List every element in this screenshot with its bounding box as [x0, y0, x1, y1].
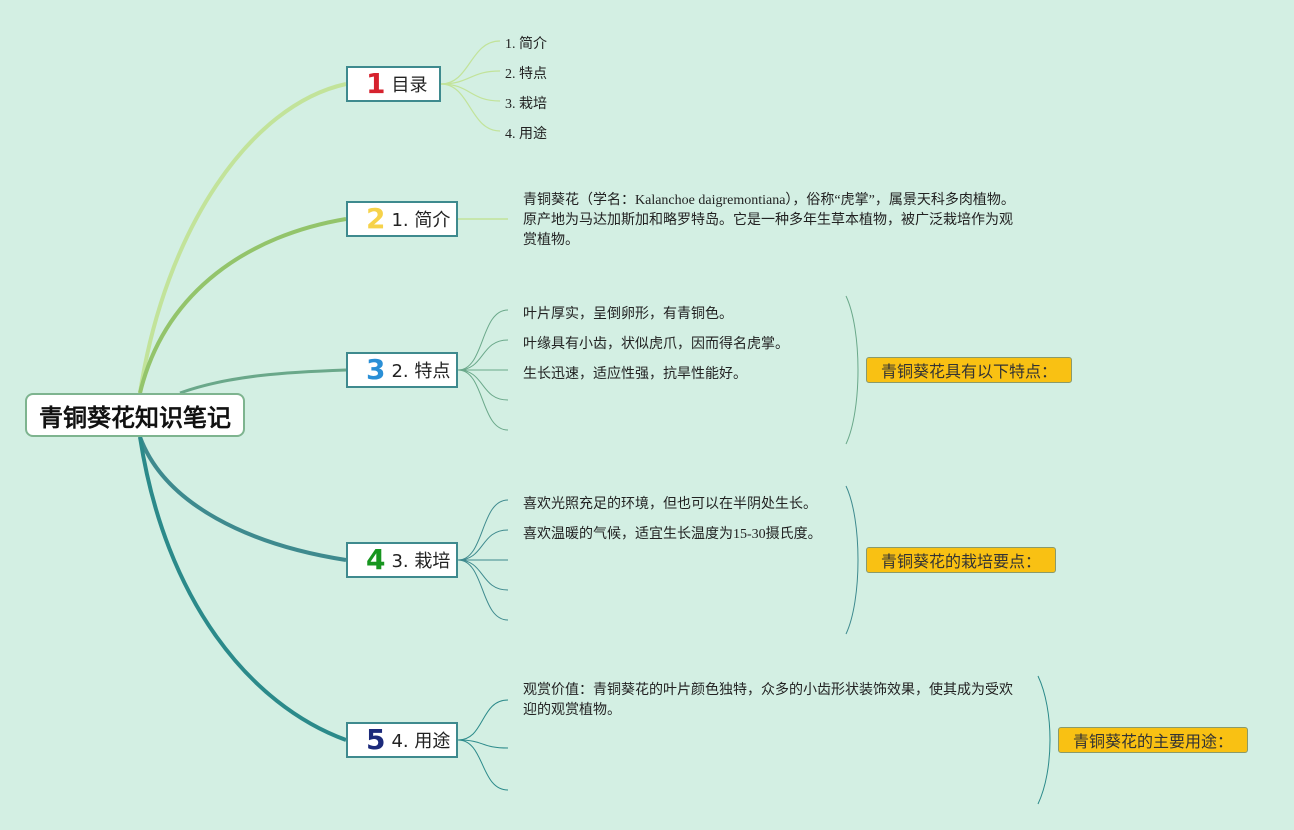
intro-line: 赏植物。: [523, 233, 579, 248]
branch-label-uses: 4. 用途: [391, 731, 451, 752]
root-topic[interactable]: 青铜葵花知识笔记: [25, 393, 245, 437]
branch-node-intro[interactable]: 2 1. 简介: [346, 201, 458, 237]
branch-line-4: [138, 436, 347, 562]
branch-label-cultivation: 3. 栽培: [391, 551, 451, 572]
branch-line-1: [138, 82, 347, 394]
branch-node-cultivation[interactable]: 4 3. 栽培: [346, 542, 458, 578]
uses-summary[interactable]: 青铜葵花的主要用途：: [1058, 727, 1248, 753]
cultivation-summary[interactable]: 青铜葵花的栽培要点：: [866, 547, 1056, 573]
features-connectors: [457, 309, 509, 431]
uses-line: 迎的观赏植物。: [523, 703, 621, 718]
cultivation-item[interactable]: 喜欢光照充足的环境，但也可以在半阴处生长。: [523, 497, 817, 512]
feature-item[interactable]: 生长迅速，适应性强，抗旱性能好。: [523, 367, 747, 382]
number-1-icon: 1: [366, 67, 386, 100]
branch-label-intro: 1. 简介: [391, 210, 451, 231]
branch-label-toc: 目录: [391, 75, 428, 96]
root-title: 青铜葵花知识笔记: [39, 403, 231, 432]
branch-node-toc[interactable]: 1 目录: [346, 66, 441, 102]
toc-item[interactable]: 4. 用途: [505, 127, 547, 142]
number-5-icon: 5: [366, 723, 386, 756]
uses-summary-label: 青铜葵花的主要用途：: [1073, 732, 1234, 751]
cultivation-brace: [845, 485, 859, 635]
features-summary[interactable]: 青铜葵花具有以下特点：: [866, 357, 1072, 383]
feature-item[interactable]: 叶缘具有小齿，状似虎爪，因而得名虎掌。: [523, 337, 789, 352]
branch-node-uses[interactable]: 5 4. 用途: [346, 722, 458, 758]
branch-line-2: [138, 217, 347, 394]
number-4-icon: 4: [366, 543, 386, 576]
uses-text[interactable]: 观赏价值：青铜葵花的叶片颜色独特，众多的小齿形状装饰效果，使其成为受欢 迎的观赏…: [523, 681, 1043, 721]
uses-brace: [1037, 675, 1051, 805]
toc-item[interactable]: 1. 简介: [505, 37, 547, 52]
intro-text[interactable]: 青铜葵花（学名：Kalanchoe daigremontiana），俗称“虎掌”…: [523, 191, 1043, 251]
intro-line: 原产地为马达加斯加和略罗特岛。它是一种多年生草本植物，被广泛栽培作为观: [523, 213, 1013, 228]
branch-line-5: [138, 436, 347, 742]
features-brace: [845, 295, 859, 445]
number-3-icon: 3: [366, 353, 386, 386]
cultivation-item[interactable]: 喜欢温暖的气候，适宜生长温度为15-30摄氏度。: [523, 527, 822, 542]
number-2-icon: 2: [366, 202, 386, 235]
toc-connectors: [440, 40, 501, 132]
intro-line: 青铜葵花（学名：Kalanchoe daigremontiana），俗称“虎掌”…: [523, 193, 1015, 208]
feature-item[interactable]: 叶片厚实，呈倒卵形，有青铜色。: [523, 307, 733, 322]
features-summary-label: 青铜葵花具有以下特点：: [881, 362, 1058, 381]
branch-line-3: [179, 368, 347, 395]
branch-node-features[interactable]: 3 2. 特点: [346, 352, 458, 388]
uses-connectors: [457, 699, 509, 791]
uses-line: 观赏价值：青铜葵花的叶片颜色独特，众多的小齿形状装饰效果，使其成为受欢: [523, 683, 1013, 698]
toc-item[interactable]: 3. 栽培: [505, 97, 547, 112]
branch-label-features: 2. 特点: [391, 361, 451, 382]
cultivation-summary-label: 青铜葵花的栽培要点：: [881, 552, 1042, 571]
cultivation-connectors: [457, 499, 509, 621]
toc-item[interactable]: 2. 特点: [505, 67, 547, 82]
